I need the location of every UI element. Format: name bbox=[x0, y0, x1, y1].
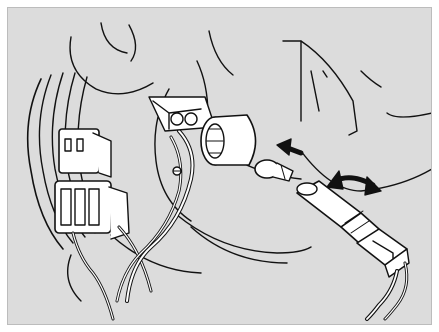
illustration-frame bbox=[7, 7, 432, 325]
bulb-holder-connector-icon bbox=[297, 181, 409, 319]
wedge-bulb-icon bbox=[255, 160, 293, 181]
bulb-replacement-diagram bbox=[8, 8, 432, 325]
insert-direction-arrow-icon bbox=[277, 139, 301, 155]
rotate-direction-arrow-icon bbox=[327, 171, 381, 195]
mounting-screw-icon bbox=[173, 167, 181, 175]
bulb-socket-icon bbox=[149, 97, 256, 165]
